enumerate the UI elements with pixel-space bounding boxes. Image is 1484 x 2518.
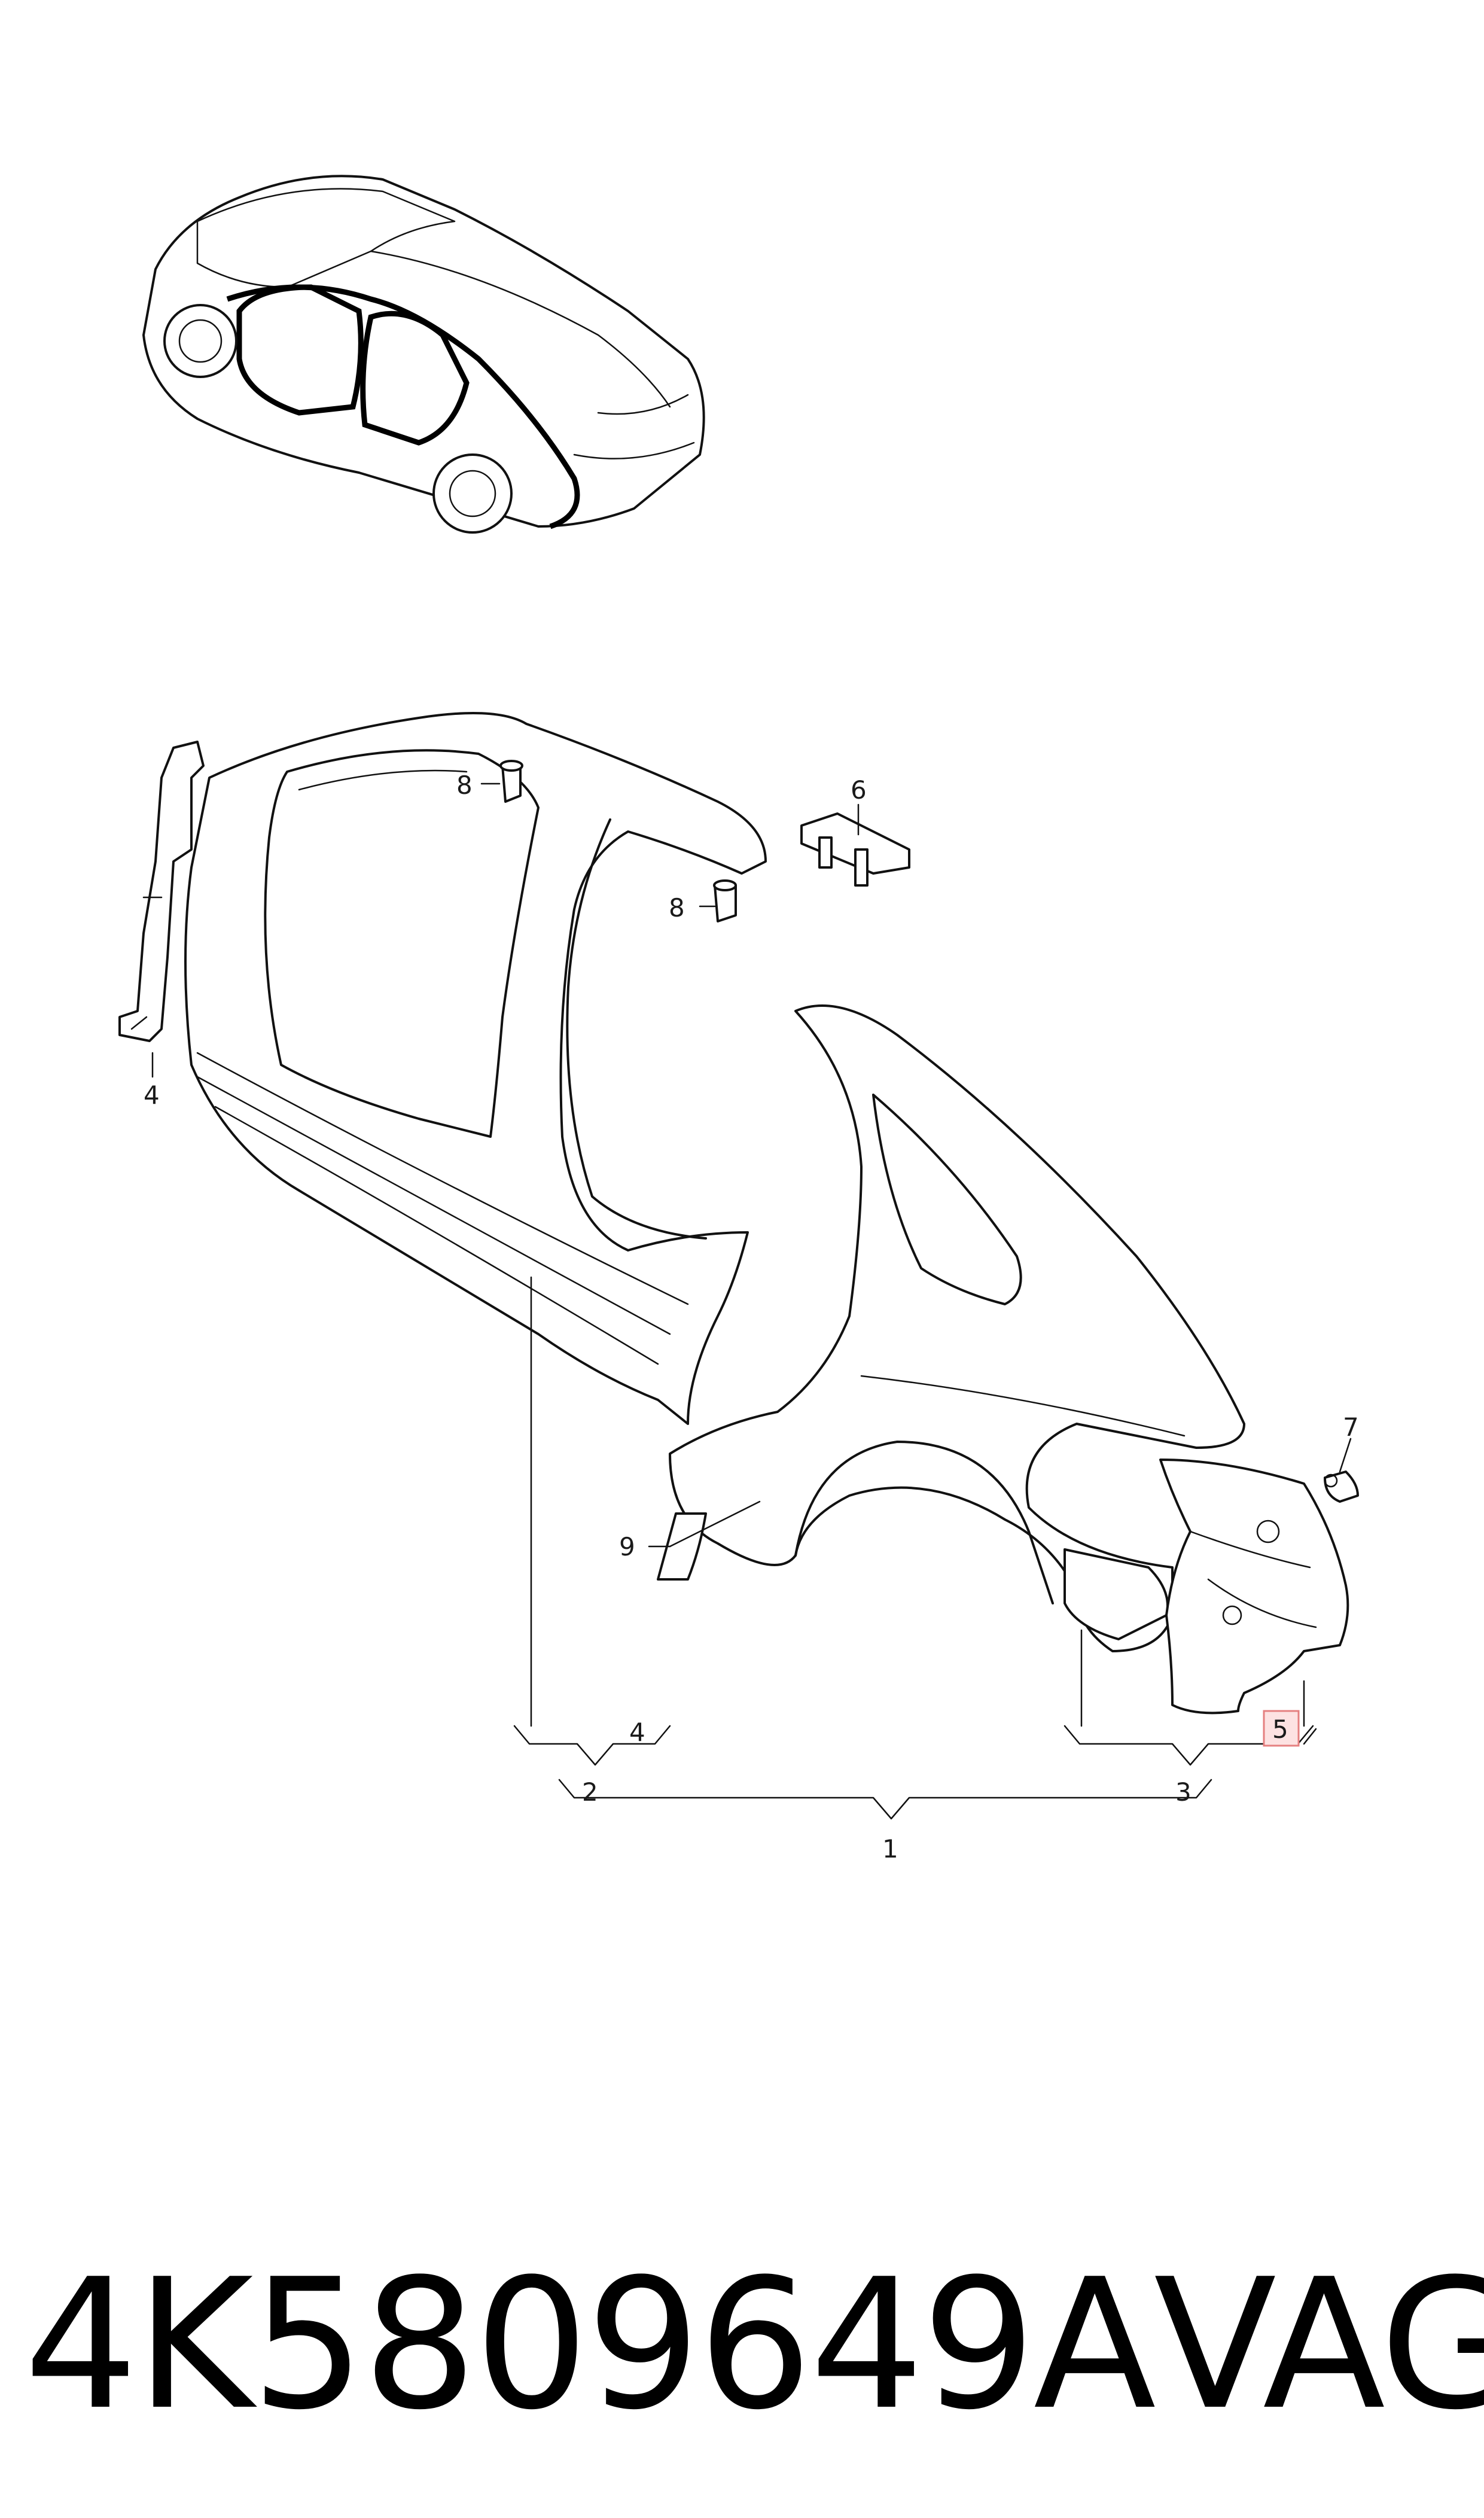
callout-6: 6 — [851, 775, 867, 805]
callout-4-assembly: 4 — [629, 1718, 645, 1747]
parts-diagram: 8 8 6 7 9 4 4 2 3 1 5 — [118, 175, 1359, 1864]
part-number-footer: 4K5809649A VAG — [24, 2225, 1484, 2465]
callout-4-bracket: 4 — [144, 1080, 160, 1110]
callout-8-upper: 8 — [456, 771, 473, 800]
callout-3: 3 — [1175, 1777, 1192, 1807]
callout-5-highlight — [1263, 1710, 1300, 1747]
brand-name: VAG — [1153, 2240, 1484, 2449]
callout-7: 7 — [1343, 1412, 1359, 1442]
callout-5: 5 — [1272, 1715, 1288, 1744]
car-overview-illustration — [142, 175, 705, 534]
callout-2: 2 — [582, 1777, 598, 1807]
leader-lines — [151, 783, 1352, 1727]
part-4-bracket — [118, 741, 205, 1042]
rear-quarter-panel — [669, 1004, 1245, 1652]
part-7-clip — [1324, 1470, 1359, 1503]
side-panel-front-section — [184, 712, 767, 1425]
part-9-wedge — [657, 1512, 707, 1581]
part-8-upper-clip — [499, 760, 523, 803]
callout-9: 9 — [619, 1532, 635, 1561]
part-6-bracket — [800, 812, 910, 887]
callout-labels: 8 8 6 7 9 4 4 2 3 1 5 — [144, 771, 1359, 1864]
part-5-inner-panel — [1159, 1459, 1349, 1715]
callout-8-lower: 8 — [669, 893, 685, 922]
callout-1: 1 — [882, 1834, 898, 1864]
part-8-lower-clip — [713, 879, 737, 922]
part-number: 4K5809649A — [24, 2240, 1156, 2449]
